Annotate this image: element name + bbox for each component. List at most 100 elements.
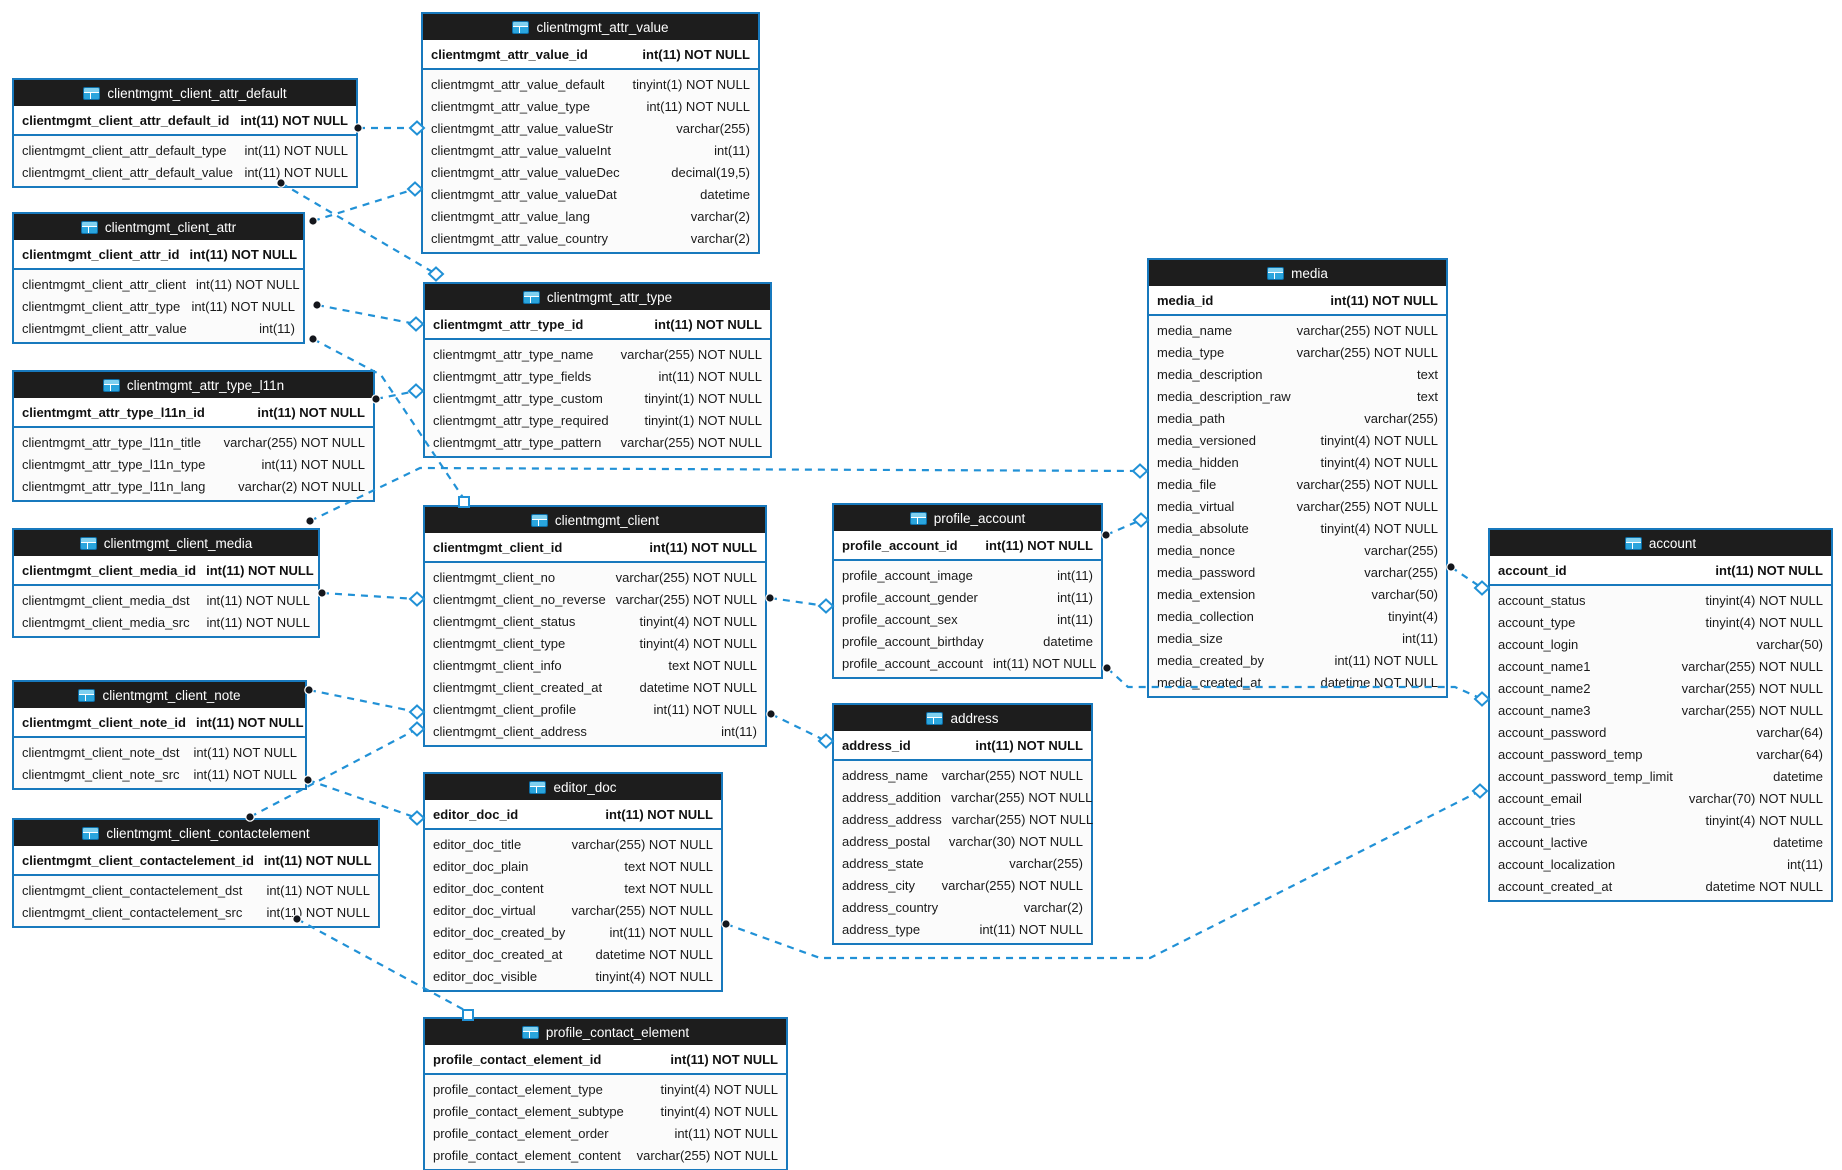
- relation-line[interactable]: [249, 728, 418, 818]
- table-title: clientmgmt_attr_type: [546, 289, 673, 305]
- column-name: media_created_by: [1157, 652, 1264, 668]
- table-header-profile_contact_element[interactable]: profile_contact_element: [425, 1019, 786, 1045]
- table-icon: [926, 711, 944, 725]
- pk-column-name: clientmgmt_client_id: [433, 539, 563, 555]
- column-name: editor_doc_created_at: [433, 946, 563, 962]
- column-type: int(11) NOT NULL: [261, 456, 365, 472]
- relation-line[interactable]: [1450, 566, 1483, 589]
- relation-line[interactable]: [725, 790, 1481, 960]
- table-clientmgmt_attr_value[interactable]: clientmgmt_attr_value clientmgmt_attr_val…: [421, 12, 760, 254]
- column-type: tinyint(4) NOT NULL: [1320, 454, 1438, 470]
- relation-line[interactable]: [307, 778, 418, 820]
- table-title: account: [1648, 535, 1697, 551]
- relation-line[interactable]: [1106, 667, 1483, 701]
- relation-line[interactable]: [312, 187, 416, 223]
- table-clientmgmt_attr_type[interactable]: clientmgmt_attr_type clientmgmt_attr_type…: [423, 282, 772, 458]
- column-name: media_password: [1157, 564, 1256, 580]
- column-type: varchar(255): [1364, 542, 1438, 558]
- pk-column-name: account_id: [1498, 562, 1567, 578]
- table-clientmgmt_client_attr[interactable]: clientmgmt_client_attr clientmgmt_client_…: [12, 212, 305, 344]
- pk-column-name: profile_contact_element_id: [433, 1051, 602, 1067]
- column-name: clientmgmt_client_address: [433, 723, 587, 739]
- relation-line[interactable]: [316, 303, 417, 326]
- table-header-clientmgmt_client_media[interactable]: clientmgmt_client_media: [14, 530, 318, 556]
- table-header-profile_account[interactable]: profile_account: [834, 505, 1101, 531]
- table-header-clientmgmt_client[interactable]: clientmgmt_client: [425, 507, 765, 533]
- table-header-clientmgmt_attr_type_l11n[interactable]: clientmgmt_attr_type_l11n: [14, 372, 373, 398]
- pk-column-name: clientmgmt_client_attr_default_id: [22, 112, 230, 128]
- column-type: int(11): [1057, 567, 1093, 583]
- table-header-clientmgmt_client_note[interactable]: clientmgmt_client_note: [14, 682, 305, 708]
- pk-column-type: int(11) NOT NULL: [189, 246, 298, 262]
- table-profile_contact_element[interactable]: profile_contact_element profile_contact_e…: [423, 1017, 788, 1170]
- relation-line[interactable]: [296, 918, 469, 1013]
- column-name: address_country: [842, 899, 939, 915]
- table-header-address[interactable]: address: [834, 705, 1091, 731]
- column-type: text: [1417, 366, 1438, 382]
- column-name: clientmgmt_attr_type_name: [433, 346, 594, 362]
- column-type: varchar(70) NOT NULL: [1688, 790, 1823, 806]
- column-type: int(11) NOT NULL: [266, 904, 370, 920]
- relation-line[interactable]: [1105, 518, 1142, 537]
- column-type: datetime: [700, 186, 750, 202]
- table-header-account[interactable]: account: [1490, 530, 1831, 556]
- relation-line[interactable]: [769, 596, 827, 608]
- column-type: int(11) NOT NULL: [674, 1125, 778, 1141]
- table-header-clientmgmt_attr_type[interactable]: clientmgmt_attr_type: [425, 284, 770, 310]
- table-header-clientmgmt_attr_value[interactable]: clientmgmt_attr_value: [423, 14, 758, 40]
- column-type: varchar(255): [1009, 855, 1083, 871]
- relation-line[interactable]: [309, 466, 1141, 522]
- column-type: datetime NOT NULL: [595, 946, 713, 962]
- column-type: varchar(255) NOT NULL: [615, 569, 757, 585]
- column-type: int(11) NOT NULL: [191, 298, 295, 314]
- relation-line[interactable]: [375, 389, 417, 401]
- table-title: clientmgmt_client_attr: [104, 219, 237, 235]
- pk-column-name: clientmgmt_client_attr_id: [22, 246, 180, 262]
- table-header-clientmgmt_client_contactelement[interactable]: clientmgmt_client_contactelement: [14, 820, 378, 846]
- pk-column-type: int(11) NOT NULL: [195, 714, 304, 730]
- column-type: int(11) NOT NULL: [244, 164, 348, 180]
- table-icon: [529, 780, 547, 794]
- column-type: decimal(19,5): [671, 164, 750, 180]
- table-clientmgmt_client_attr_default[interactable]: clientmgmt_client_attr_default clientmgmt…: [12, 78, 358, 188]
- relation-line[interactable]: [321, 591, 418, 601]
- relation-line[interactable]: [308, 688, 418, 714]
- column-type: int(11) NOT NULL: [609, 924, 713, 940]
- table-clientmgmt_client_contactelement[interactable]: clientmgmt_client_contactelement clientmg…: [12, 818, 380, 928]
- column-type: varchar(255): [1364, 564, 1438, 580]
- relation-line[interactable]: [280, 182, 437, 275]
- table-header-clientmgmt_client_attr_default[interactable]: clientmgmt_client_attr_default: [14, 80, 356, 106]
- table-header-media[interactable]: media: [1149, 260, 1446, 286]
- column-name: account_tries: [1498, 812, 1576, 828]
- column-name: clientmgmt_attr_type_custom: [433, 390, 603, 406]
- column-type: varchar(50): [1756, 636, 1823, 652]
- table-header-clientmgmt_client_attr[interactable]: clientmgmt_client_attr: [14, 214, 303, 240]
- table-clientmgmt_client_note[interactable]: clientmgmt_client_note clientmgmt_client_…: [12, 680, 307, 790]
- relation-line[interactable]: [770, 713, 827, 742]
- table-header-editor_doc[interactable]: editor_doc: [425, 774, 721, 800]
- relation-client_attr-to-attr_value: [308, 181, 424, 226]
- column-type: int(11) NOT NULL: [646, 98, 750, 114]
